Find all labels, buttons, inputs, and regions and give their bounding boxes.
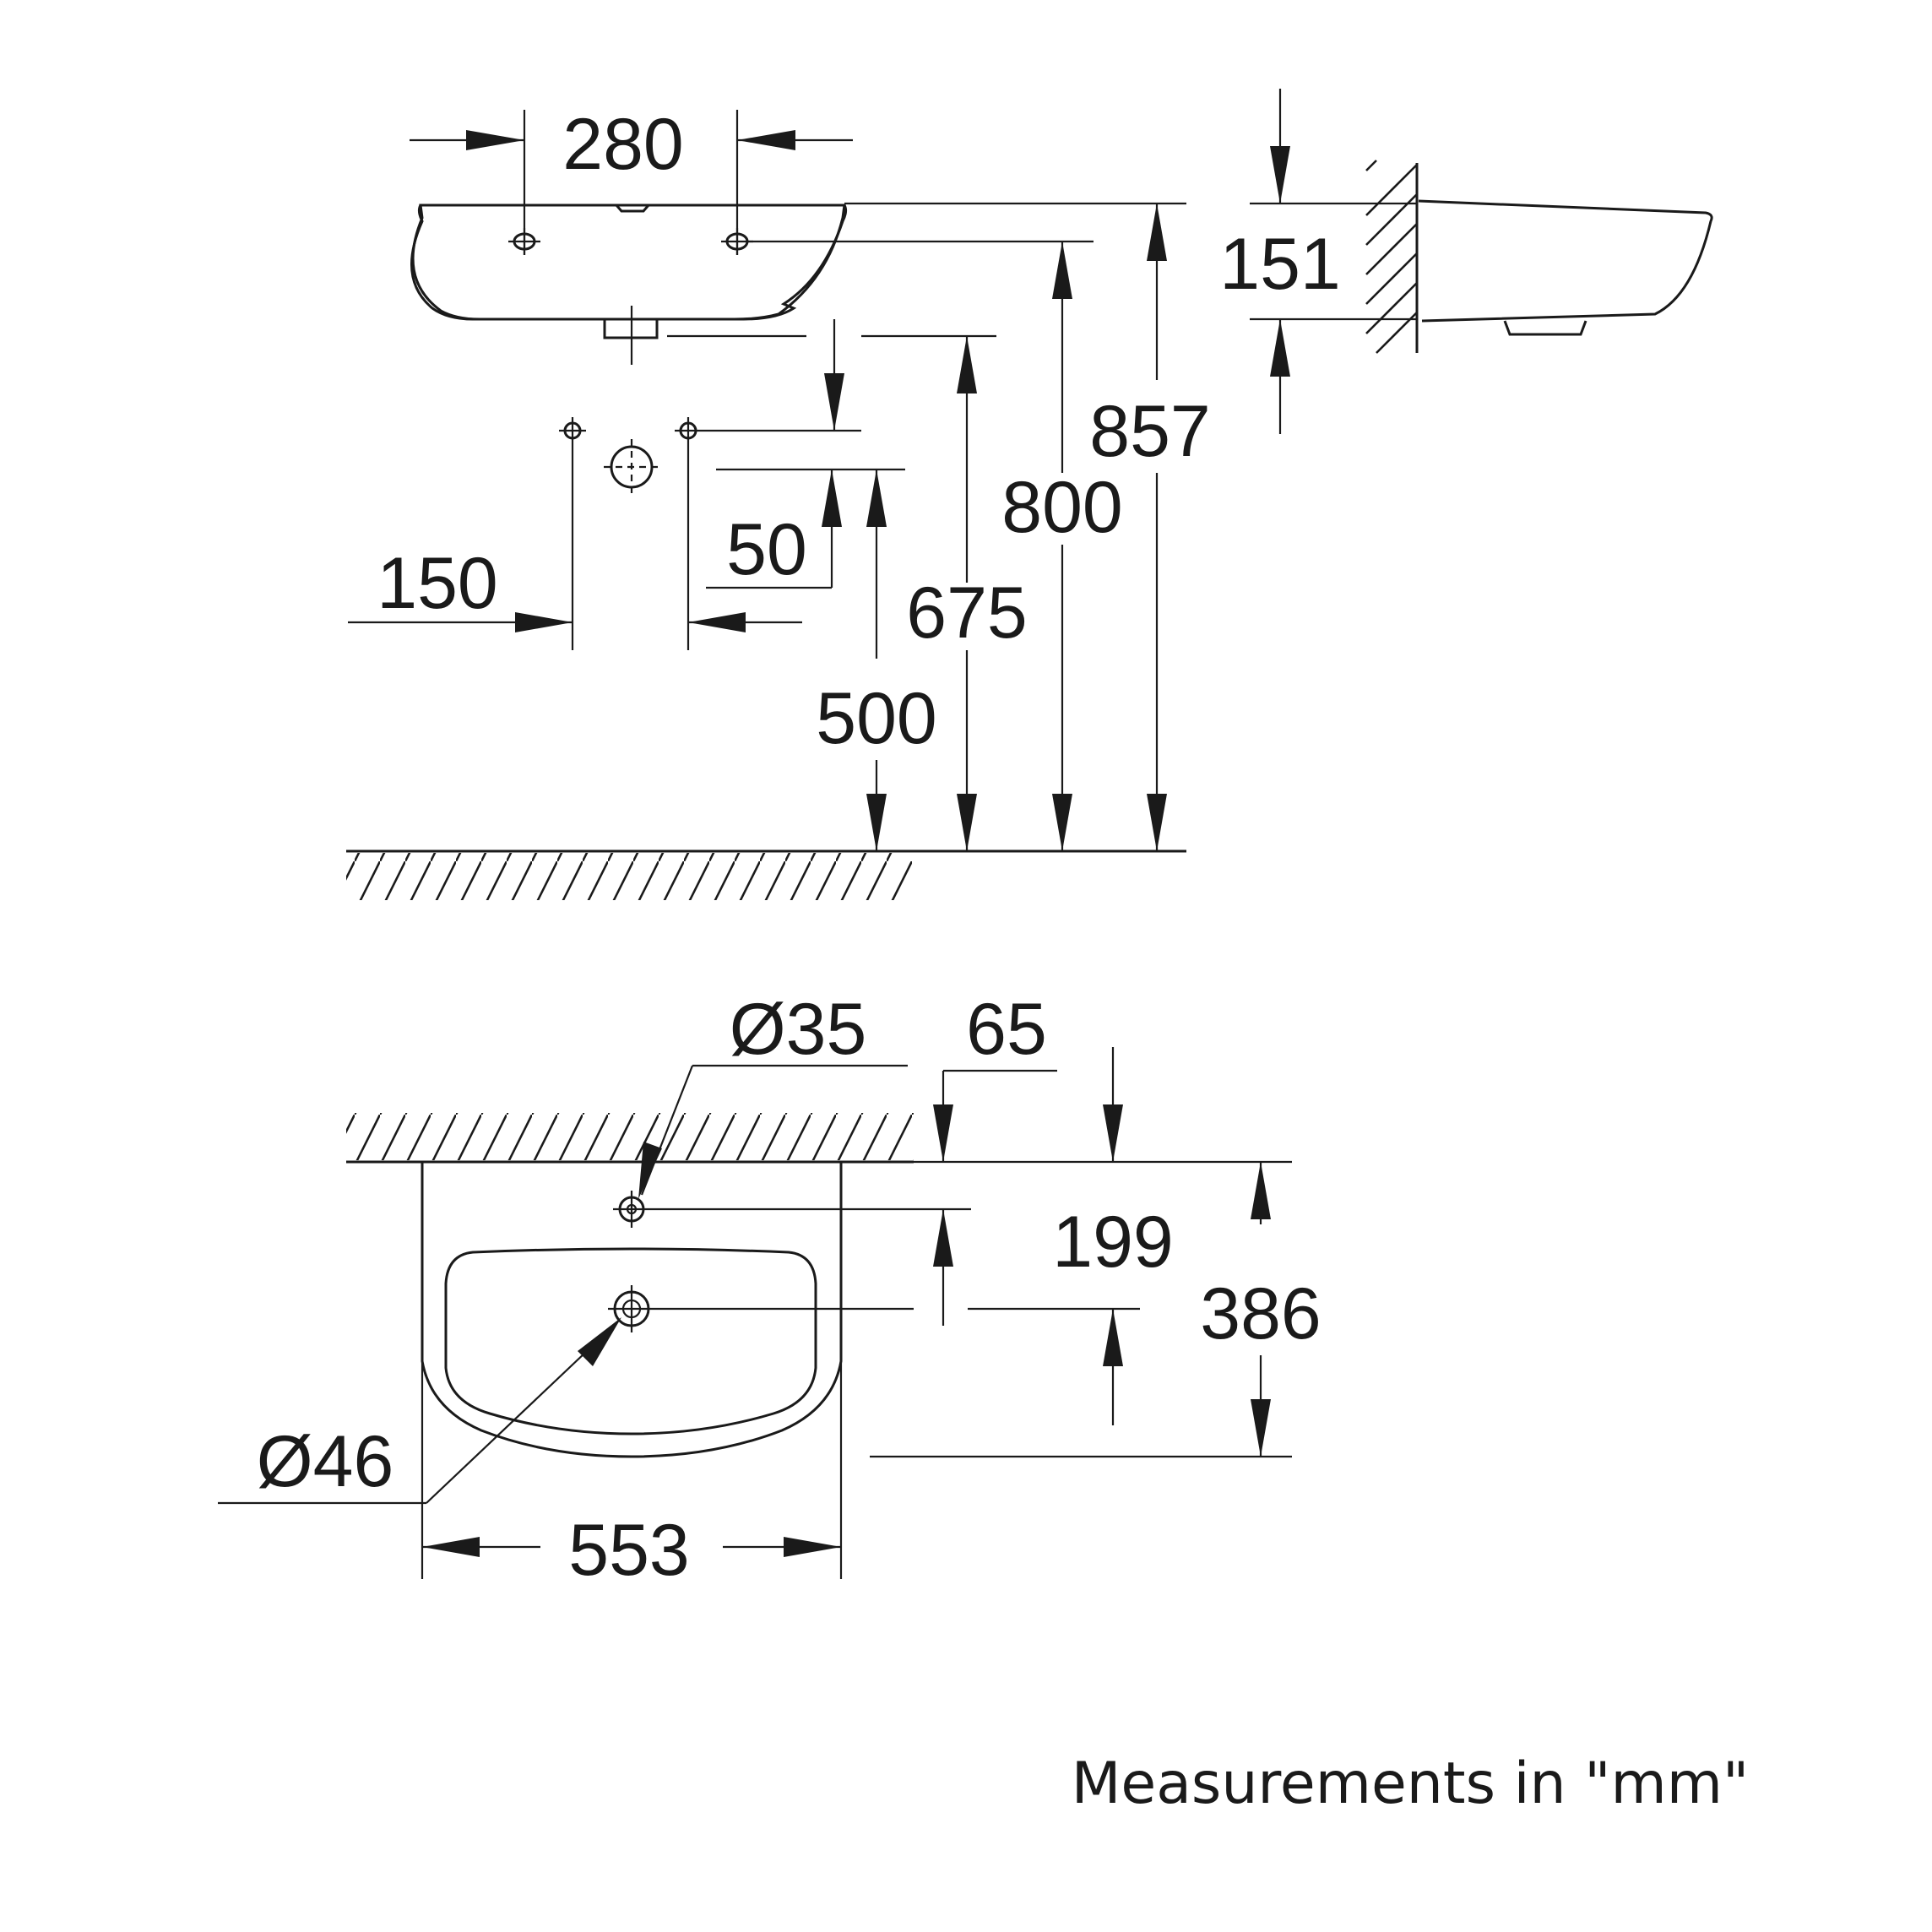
plan-wall-hatching xyxy=(346,1113,914,1160)
dim-500-arrow-top xyxy=(866,469,887,527)
dim-46-label: Ø46 xyxy=(257,1421,394,1502)
dim-386-arrow-bottom xyxy=(1251,1399,1271,1457)
dim-151-label: 151 xyxy=(1219,224,1341,305)
dim-151-arrow-top xyxy=(1270,146,1290,204)
plan-drain xyxy=(608,1285,655,1332)
basin-front-outline xyxy=(410,204,848,321)
plan-tap-hole xyxy=(613,1191,650,1228)
dim-150-label: 150 xyxy=(377,543,498,624)
dim-50-arrow-top xyxy=(824,373,844,431)
side-elevation: 151 xyxy=(1219,89,1713,434)
dim-675-arrow-bottom xyxy=(957,794,977,851)
dim-500-label: 500 xyxy=(816,678,937,759)
dim-65-arrow-right xyxy=(1103,1104,1123,1162)
dim-553-arrow-right xyxy=(784,1537,841,1557)
dim-280-arrow-right xyxy=(737,130,795,150)
dim-800-arrow-bottom xyxy=(1052,794,1072,851)
overflow-slot xyxy=(615,204,650,213)
waste-connection-point xyxy=(604,439,659,498)
dim-857-label: 857 xyxy=(1089,391,1211,472)
basin-plan-bowl xyxy=(444,1247,817,1435)
dim-150-arrow-left xyxy=(515,612,573,632)
dim-553-arrow-left xyxy=(422,1537,480,1557)
wall-hatching xyxy=(1365,160,1418,354)
dim-46-arrow xyxy=(578,1317,621,1366)
front-elevation: 280 150 xyxy=(346,104,1211,900)
floor-hatching xyxy=(346,853,912,900)
dim-35-label: Ø35 xyxy=(730,989,867,1070)
dim-800-arrow-top xyxy=(1052,242,1072,299)
dim-50-label: 50 xyxy=(726,509,807,590)
left-supply-point xyxy=(559,417,586,650)
dim-150-arrow-right xyxy=(688,612,746,632)
dim-386-label: 386 xyxy=(1200,1273,1321,1354)
dim-151-arrow-bottom xyxy=(1270,319,1290,377)
measurement-units-caption: Measurements in "mm" xyxy=(1072,1750,1750,1817)
dim-199-arrow-top xyxy=(933,1209,953,1267)
basin-plan-outline xyxy=(421,1162,843,1458)
dim-857-arrow-top xyxy=(1147,204,1167,261)
dim-199-label: 199 xyxy=(1052,1202,1174,1283)
dim-675-arrow-top xyxy=(957,336,977,393)
dim-675-label: 675 xyxy=(906,573,1028,654)
dim-65-arrow-left xyxy=(933,1104,953,1162)
dim-280-label: 280 xyxy=(562,104,684,185)
side-waste-outlet xyxy=(1503,320,1587,336)
dim-553-label: 553 xyxy=(568,1510,690,1591)
dim-280-arrow-left xyxy=(466,130,524,150)
dim-386-arrow-top xyxy=(1251,1162,1271,1219)
dim-199-arrow-bottom xyxy=(1103,1309,1123,1366)
dim-65-label: 65 xyxy=(966,989,1047,1070)
dim-500-arrow-bottom xyxy=(866,794,887,851)
dim-857-arrow-bottom xyxy=(1147,794,1167,851)
plan-view: Ø35 Ø46 65 199 386 553 xyxy=(218,989,1321,1591)
basin-front-shape xyxy=(411,204,846,321)
right-supply-point xyxy=(675,417,861,650)
basin-side-outline xyxy=(1418,199,1713,323)
dim-800-label: 800 xyxy=(1001,467,1123,548)
dim-50-arrow-bottom xyxy=(822,469,842,527)
dim-35-arrow xyxy=(638,1142,662,1199)
